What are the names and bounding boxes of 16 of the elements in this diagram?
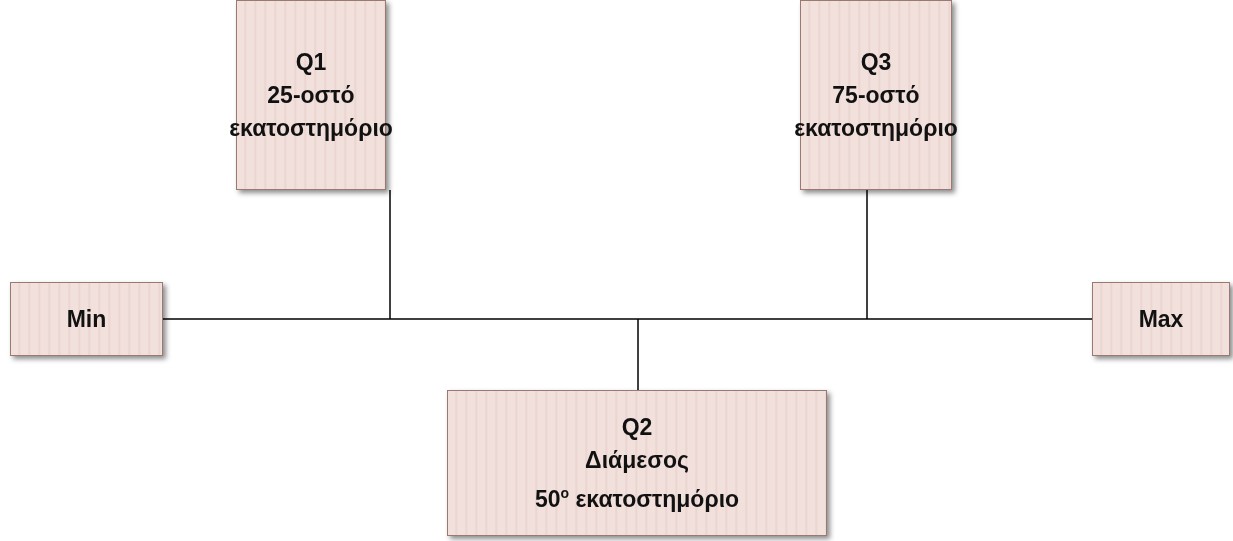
label-box — [10, 282, 163, 356]
connector-line — [866, 189, 868, 320]
box-label: Διάμεσος — [585, 445, 689, 475]
box-label: Q3 — [860, 47, 892, 77]
box-label: Q2 — [621, 412, 653, 442]
connector-line — [162, 318, 1093, 320]
box-label: Q1 — [295, 47, 327, 77]
label-box — [1092, 282, 1230, 356]
label-box — [447, 390, 827, 536]
connector-line — [389, 189, 391, 320]
box-label: Max — [1138, 304, 1184, 334]
box-label: Min — [66, 304, 107, 334]
box-label: 25-οστό εκατοστημόριο — [229, 80, 393, 143]
box-label: 75-οστό εκατοστημόριο — [794, 80, 958, 143]
box-label: 50$^{o}$ εκατοστημόριο — [534, 483, 740, 514]
connector-line — [637, 318, 639, 391]
